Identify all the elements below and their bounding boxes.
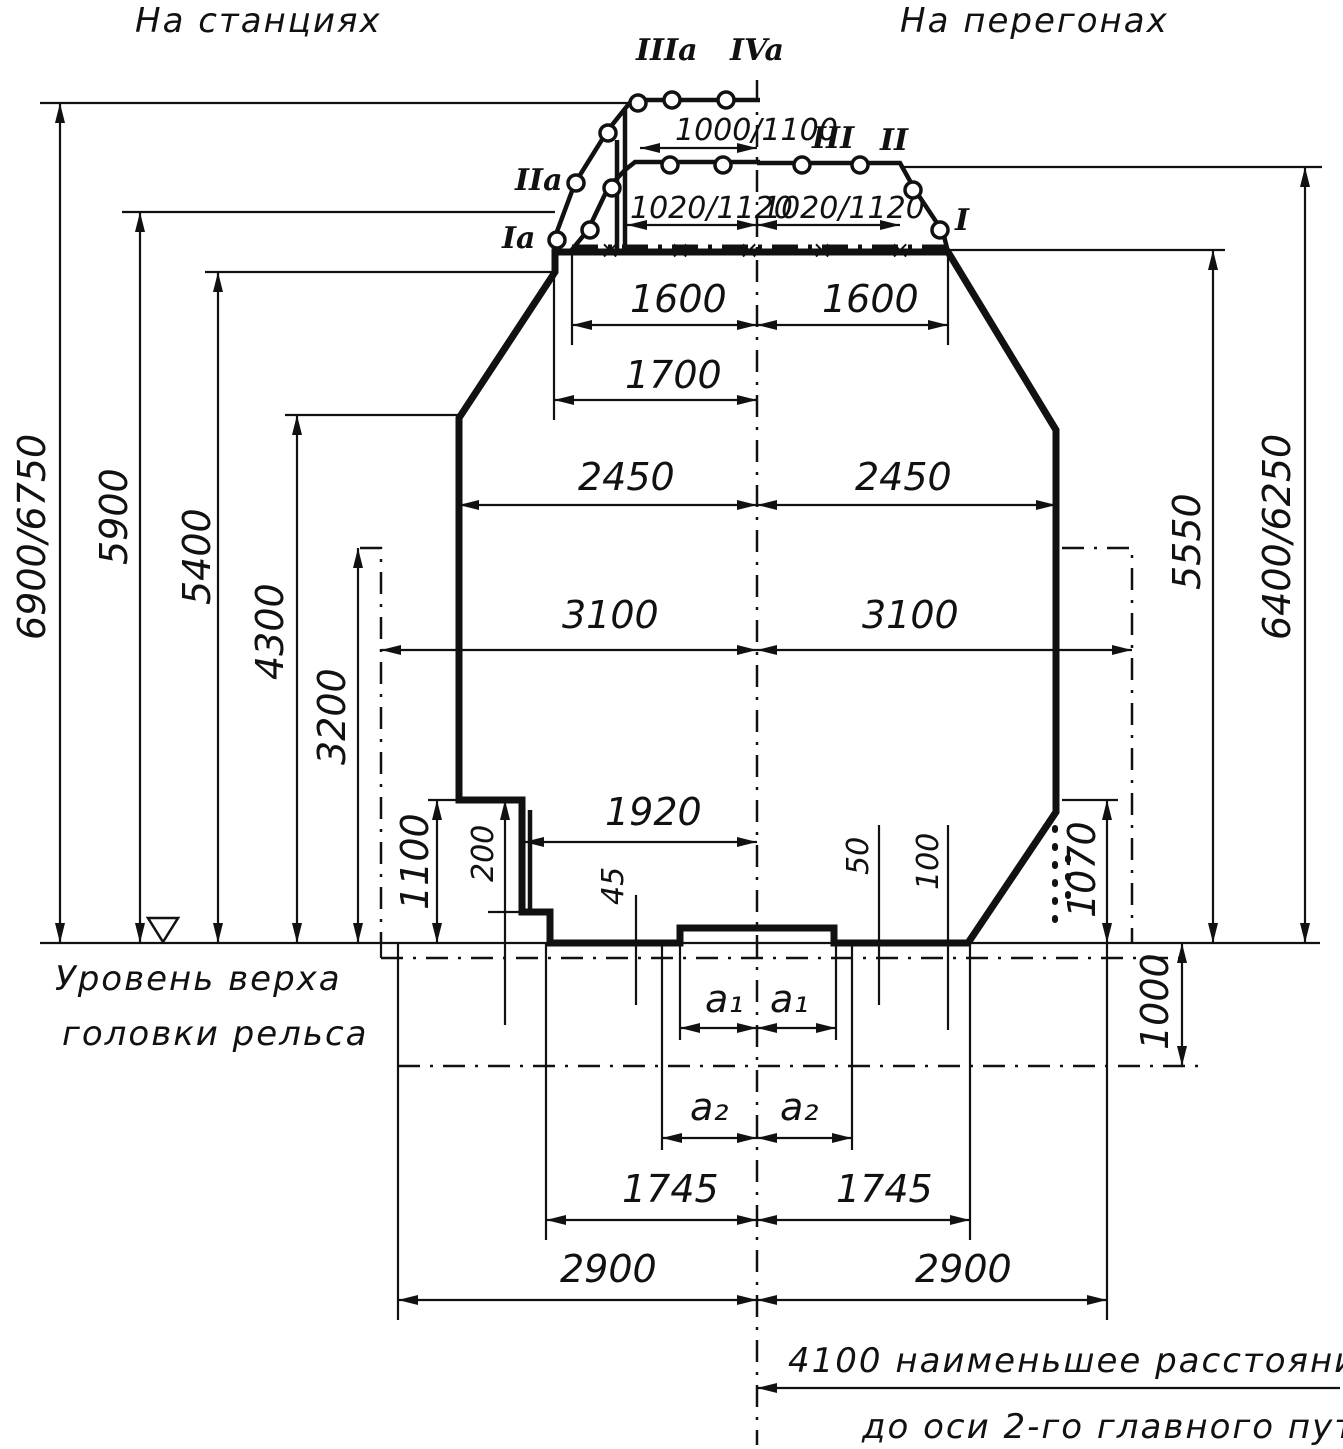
dim-6900-6750: 6900/6750 [10,434,54,640]
dim-2450-left: 2450 [578,455,675,499]
point-circle [580,220,600,240]
dim-1700: 1700 [625,353,722,397]
dim-3200: 3200 [310,668,354,765]
dim-100: 100 [911,833,946,890]
x-mark-2: × [670,236,690,264]
dim-2900-left: 2900 [560,1247,657,1291]
dim-1600-left: 1600 [630,277,727,321]
label-IIa: IIa [514,163,563,198]
point-circle [930,220,950,240]
rail-level-marker [145,916,181,945]
header-stations: На станциях [135,1,382,41]
dim-50: 50 [841,837,876,875]
dim-4300: 4300 [248,583,292,680]
dim-1000-vert: 1000 [1133,953,1177,1050]
dim-5400: 5400 [175,508,219,605]
dim-6400-6250: 6400/6250 [1255,434,1299,640]
point-circle [566,173,586,193]
dim-1745-right: 1745 [836,1167,933,1211]
dim-2450-right: 2450 [855,455,952,499]
note-4100-line1: 4100 наименьшее расстояние [788,1341,1343,1381]
point-circle [598,123,618,143]
dim-1745-left: 1745 [622,1167,719,1211]
point-circle [716,90,736,110]
label-Ia: Ia [501,221,535,256]
point-circle [850,155,870,175]
label-III: III [811,121,855,156]
a1-right: a₁ [770,977,809,1021]
label-II: II [879,123,909,158]
label-I: I [954,203,970,238]
header-stretches: На перегонах [900,1,1169,41]
x-mark-1: × [600,236,620,264]
dim-1100: 1100 [393,813,437,910]
dim-1070: 1070 [1060,821,1104,918]
point-circle [662,90,682,110]
point-circle [547,230,567,250]
dim-5550: 5550 [1165,493,1209,590]
x-mark-5: × [890,236,910,264]
label-IVa: IVa [729,33,784,68]
rail-level-label-2: головки рельса [62,1014,368,1054]
point-circle [713,155,733,175]
clearance-3100-right [1062,546,1134,943]
dim-45: 45 [596,867,631,905]
x-mark-4: × [812,236,832,264]
rail-level-label-1: Уровень верха [55,959,342,999]
dim-5900: 5900 [92,468,136,565]
point-circle [660,155,680,175]
gauge-outline-right [757,248,1060,947]
dim-1600-right: 1600 [822,277,919,321]
dim-200: 200 [466,825,501,882]
dim-3100-right: 3100 [862,593,959,637]
dim-1920: 1920 [605,790,702,834]
clearance-3100-left [360,546,383,943]
x-mark-3: × [739,236,759,264]
dim-1000-1100: 1000/1100 [675,113,838,148]
point-circle [903,180,923,200]
a1-left: a₁ [705,977,744,1021]
point-circle [628,93,648,113]
a2-right: a₂ [780,1085,819,1129]
point-circle [602,178,622,198]
dim-1020-1120-right: 1020/1120 [762,191,925,226]
a2-left: a₂ [690,1085,729,1129]
label-IIIa: IIIa [635,33,698,68]
dim-2900-right: 2900 [915,1247,1012,1291]
note-4100-line2: до оси 2-го главного пути [861,1407,1343,1447]
dim-3100-left: 3100 [562,593,659,637]
point-circle [792,155,812,175]
